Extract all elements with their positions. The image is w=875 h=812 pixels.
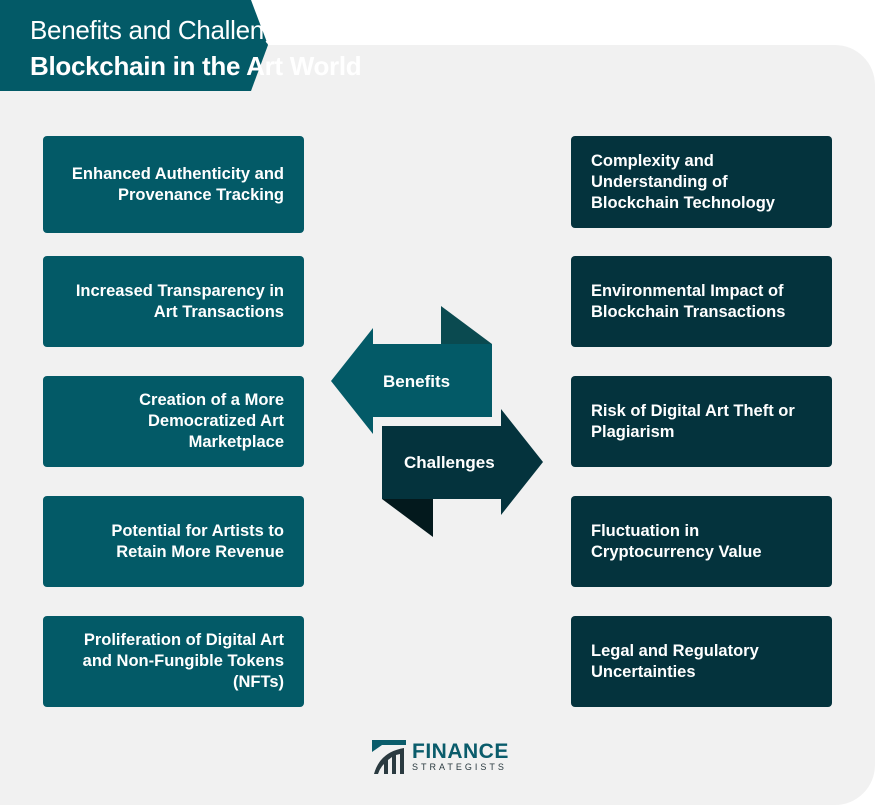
challenge-item: Legal and Regulatory Uncertainties (571, 616, 832, 707)
benefit-item: Creation of a More Democratized Art Mark… (43, 376, 304, 467)
benefit-item: Enhanced Authenticity and Provenance Tra… (43, 136, 304, 233)
challenge-item: Complexity and Understanding of Blockcha… (571, 136, 832, 228)
logo-mark-icon (372, 740, 406, 774)
page-title: Benefits and Challenges of Blockchain in… (30, 12, 362, 84)
challenges-arrow (382, 409, 543, 515)
title-line-1: Benefits and Challenges of (30, 15, 333, 45)
benefit-item: Proliferation of Digital Art and Non-Fun… (43, 616, 304, 707)
logo-line-1: FINANCE (412, 739, 509, 763)
challenge-item: Risk of Digital Art Theft or Plagiarism (571, 376, 832, 467)
benefit-item: Increased Transparency in Art Transactio… (43, 256, 304, 347)
benefits-label: Benefits (383, 372, 451, 391)
finance-strategists-logo: FINANCE STRATEGISTS (372, 740, 509, 774)
title-line-2: Blockchain in the Art World (30, 51, 362, 81)
benefit-item: Potential for Artists to Retain More Rev… (43, 496, 304, 587)
challenges-label: Challenges (404, 453, 495, 472)
logo-line-2: STRATEGISTS (412, 761, 507, 772)
benefits-arrow (331, 328, 492, 434)
benefits-arrow-fold (441, 306, 492, 344)
challenges-arrow-fold (382, 499, 433, 537)
title-banner (0, 0, 268, 91)
challenge-item: Environmental Impact of Blockchain Trans… (571, 256, 832, 347)
challenge-item: Fluctuation in Cryptocurrency Value (571, 496, 832, 587)
